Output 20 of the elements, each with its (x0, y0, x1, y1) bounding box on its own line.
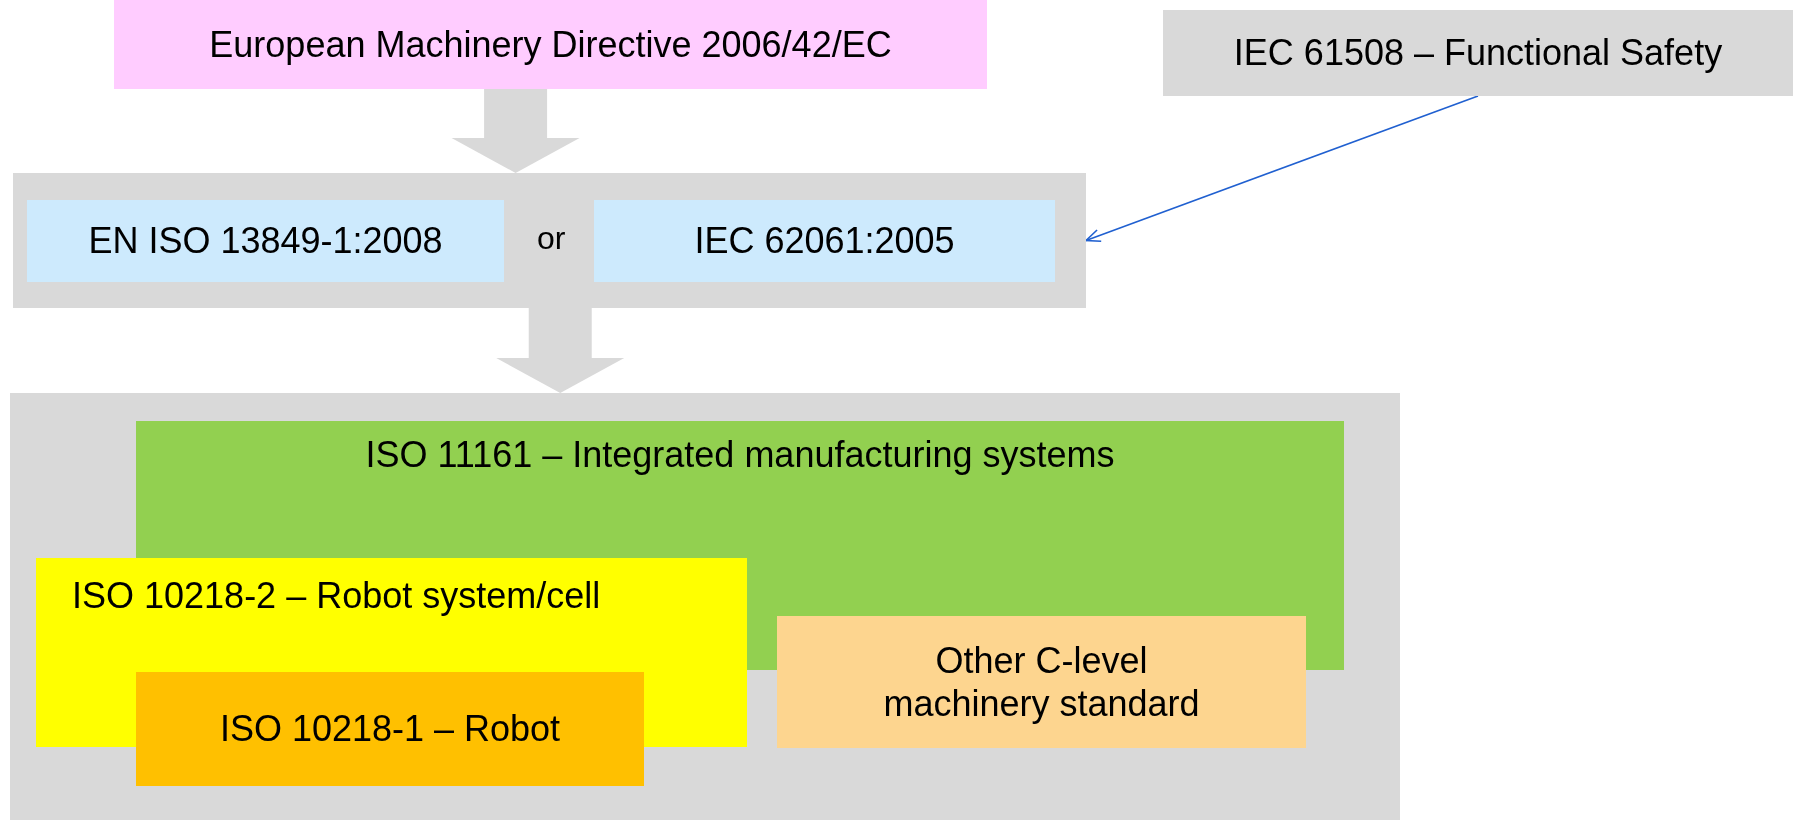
connector-word: or (537, 219, 566, 258)
standard-label: IEC 61508 – Functional Safety (1233, 31, 1723, 75)
standard-box (777, 616, 1306, 748)
arrow (1085, 95, 1479, 243)
standard-box (1163, 10, 1793, 96)
standard-box (594, 200, 1055, 282)
standard-box (27, 200, 504, 282)
standard-label: ISO 10218-2 – Robot system/cell (72, 574, 601, 618)
standard-label: EN ISO 13849-1:2008 (88, 219, 443, 263)
standard-label: ISO 11161 – Integrated manufacturing systems (365, 433, 1115, 477)
block-arrow (451, 89, 580, 173)
standard-label: IEC 62061:2005 (694, 219, 955, 263)
standards-band (13, 173, 1086, 308)
container-box (10, 393, 1400, 820)
directive-box (114, 0, 987, 89)
standard-box (136, 672, 644, 786)
standard-label: Other C-level machinery standard (882, 638, 1201, 726)
standard-label: ISO 10218-1 – Robot (219, 707, 561, 751)
block-arrow (496, 308, 625, 393)
standard-label: European Machinery Directive 2006/42/EC (209, 22, 892, 67)
